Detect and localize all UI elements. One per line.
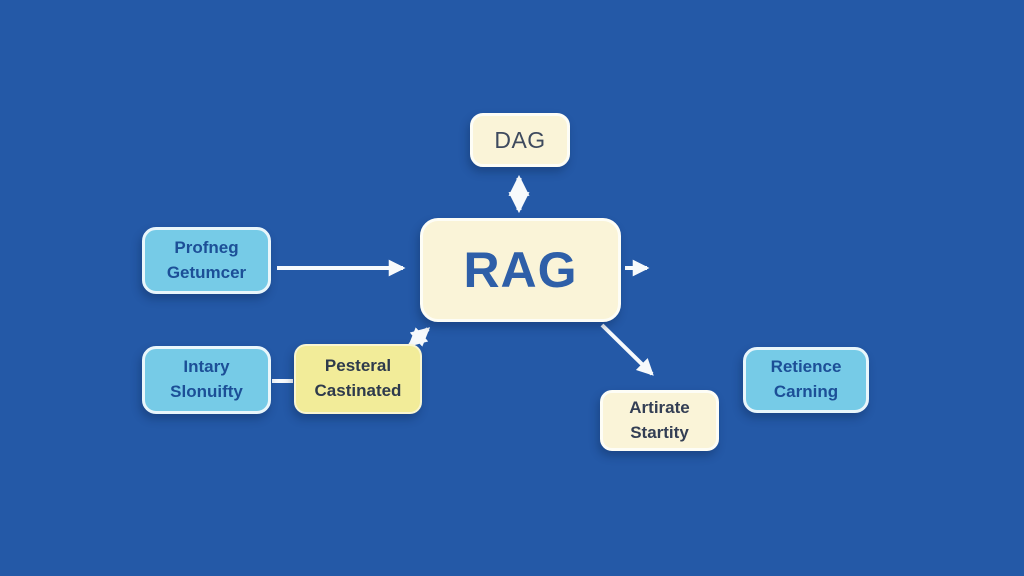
node-profneg-line2: Getumcer	[166, 262, 247, 282]
node-intary-line1: Intary	[183, 357, 230, 377]
node-dag-label: DAG	[494, 126, 546, 153]
node-dag: DAG	[470, 113, 570, 167]
edge-rag-pesteral	[407, 327, 431, 347]
node-pesteral-line1: Pesteral	[324, 356, 392, 376]
node-rag-label: RAG	[463, 242, 578, 298]
node-artirate-line1: Artirate	[629, 397, 690, 417]
node-pesteral-line2: Castinated	[314, 381, 402, 400]
node-retience-line2: Carning	[773, 382, 839, 401]
node-artirate-startity: Artirate Startity	[600, 390, 719, 451]
node-retience-carning: Retience Carning	[743, 347, 869, 413]
node-profneg-getumcer: Profneg Getumcer	[142, 227, 271, 294]
node-artirate-line2: Startity	[630, 422, 689, 442]
node-retience-line1: Retience	[770, 357, 842, 377]
node-pesteral-castinated: Pesteral Castinated	[294, 344, 422, 414]
node-profneg-line1: Profneg	[174, 237, 239, 257]
edge-rag-artirate	[600, 323, 654, 376]
node-intary-line2: Slonuifty	[170, 382, 243, 401]
node-rag: RAG	[420, 218, 621, 322]
node-intary-slonuifty: Intary Slonuifty	[142, 346, 271, 414]
